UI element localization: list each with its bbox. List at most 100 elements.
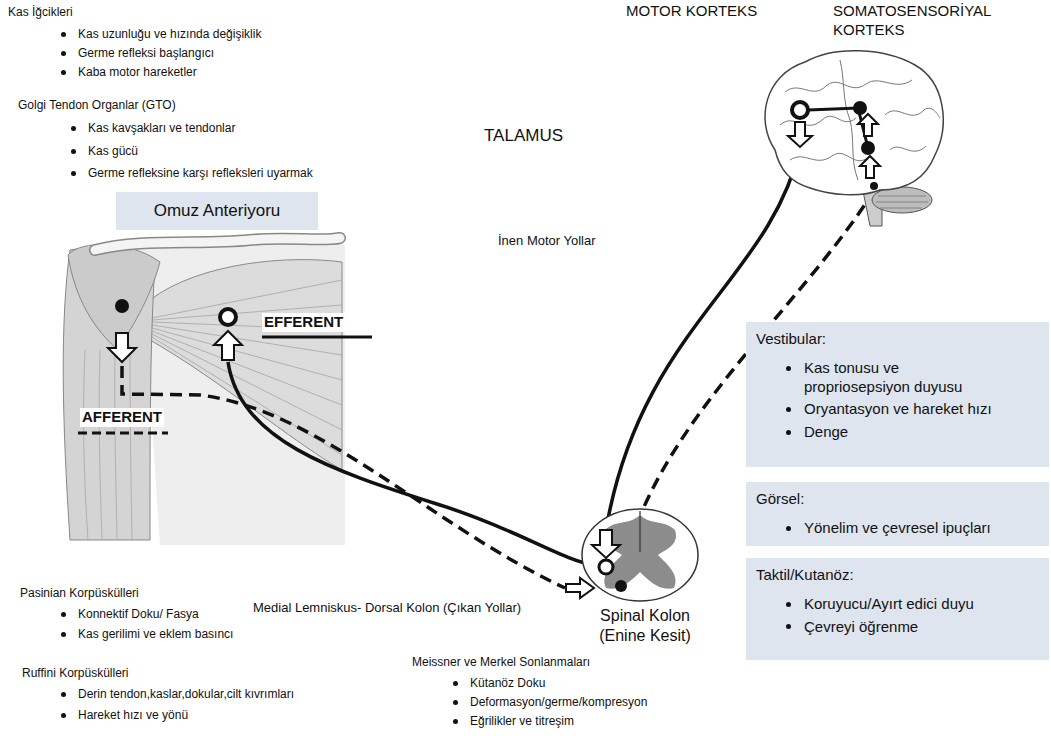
bullet-dot (61, 51, 66, 56)
brain-illustration-part (792, 102, 808, 118)
brain-illustration-part-part (790, 153, 868, 160)
bullet-dot (71, 149, 76, 154)
brain-illustration-part-part (840, 60, 858, 180)
shoulder-illustration-part (150, 260, 342, 470)
shoulder-illustration-part (140, 239, 345, 545)
brain-illustration-part-part (890, 146, 926, 151)
receptor-property: Hareket hızı ve yönü (78, 708, 188, 723)
brain-illustration-part (765, 51, 943, 195)
spinal-cross-section (566, 509, 698, 601)
bullet-dot (71, 171, 76, 176)
bullet-dot (786, 602, 791, 607)
sense-box: Vestibular: Kas tonusu ve propriosepsiyon… (746, 322, 1049, 467)
bullet-item: Denge (756, 423, 1039, 442)
shoulder-illustration-part-part (152, 334, 342, 430)
bullet-dot (453, 719, 458, 724)
spinal-cross-section-part (582, 509, 698, 601)
receptor-property: Kas gücü (88, 144, 138, 159)
bullet-text: Denge (804, 423, 848, 442)
nerve-pathways-part (262, 336, 372, 339)
brain-illustration-part (870, 182, 878, 190)
spinal-cross-section-part (592, 530, 620, 558)
brain-illustration-part (872, 187, 932, 213)
receptor-property: Kütanöz Doku (470, 676, 545, 691)
receptor-property: Kaba motor hareketler (78, 65, 197, 80)
bullet-dot (61, 70, 66, 75)
brain-region-label: MOTOR KORTEKS (626, 2, 757, 21)
bullet-dot (786, 430, 791, 435)
bullet-dot (453, 700, 458, 705)
bullet-dot (71, 126, 76, 131)
bullet-dot (786, 624, 791, 629)
brain-illustration-part (788, 122, 812, 147)
brain-illustration-part-part (785, 80, 912, 92)
bullet-text: Yönelim ve çevresel ipuçları (804, 519, 991, 538)
brain-illustration-part-part (885, 108, 940, 118)
bullet-dot (61, 612, 66, 617)
bullet-dot (453, 681, 458, 686)
pathway-label: Medial Lemniskus- Dorsal Kolon (Çıkan Yo… (253, 600, 521, 616)
brain-illustration-part (780, 60, 940, 180)
receptor-property: Kas uzunluğu ve hızında değişiklik (78, 27, 261, 42)
receptor-symbols-part (115, 299, 129, 313)
bullet-item: Oryantasyon ve hareket hızı (756, 400, 1039, 419)
brain-region-label: SOMATOSENSORİYAL KORTEKS (833, 2, 1008, 40)
receptor-symbols-part (220, 309, 236, 325)
bullet-text: Koruyucu/Ayırt edici duyu (804, 595, 974, 614)
spinal-cross-section-part (599, 560, 613, 574)
shoulder-illustration-part-part (84, 350, 88, 540)
brain-illustration-part (858, 114, 878, 136)
view-title-box: Omuz Anteriyoru (116, 192, 318, 230)
receptor-property: Derin tendon,kaslar,dokular,cilt kıvrıml… (78, 687, 294, 702)
shoulder-illustration-part (84, 345, 132, 540)
receptor-property: Germe refleksi başlangıcı (78, 46, 214, 61)
receptor-symbols-part (214, 331, 242, 360)
sense-box: Görsel: Yönelim ve çevresel ipuçları (746, 482, 1049, 546)
box-heading: Görsel: (756, 490, 1039, 509)
receptor-heading: Ruffini Korpüskülleri (22, 666, 129, 681)
shoulder-illustration-part-part (115, 350, 117, 540)
box-heading: Vestibular: (756, 330, 1039, 349)
bullet-item: Çevreyi öğrenme (756, 618, 1039, 637)
receptor-property: Deformasyon/germe/kompresyon (470, 695, 647, 710)
shoulder-illustration-part (95, 238, 340, 250)
brain-region-label: TALAMUS (484, 125, 563, 146)
receptor-heading: Kas İğcikleri (8, 5, 73, 20)
bullet-text: Oryantasyon ve hareket hızı (804, 400, 992, 419)
receptor-property: Kas gerilimi ve eklem basıncı (78, 627, 233, 642)
signal-label: AFFERENT (80, 408, 164, 427)
box-heading: Taktil/Kutanöz: (756, 566, 1039, 585)
box-heading: Omuz Anteriyoru (154, 200, 281, 221)
bullet-text: Çevreyi öğrenme (804, 618, 918, 637)
receptor-heading: Pasinian Korpüskülleri (20, 586, 139, 601)
brain-illustration-part (860, 156, 880, 178)
shoulder-illustration-part (68, 245, 160, 350)
receptor-property: Eğrilikler ve titreşim (470, 714, 574, 729)
brain-illustration-part (876, 196, 928, 208)
receptor-property: Germe refleksine karşı refleksleri uyarm… (88, 166, 313, 181)
pathway-label: İnen Motor Yollar (498, 233, 596, 249)
shoulder-illustration-part-part (130, 345, 132, 540)
spinal-cross-section-part (566, 578, 594, 598)
nerve-pathways-part (228, 362, 598, 566)
brain-illustration (765, 51, 943, 226)
sense-box: Taktil/Kutanöz: Koruyucu/Ayırt edici duyu… (746, 558, 1049, 660)
receptor-symbols-part (108, 333, 136, 362)
bullet-item: Kas tonusu ve propriosepsiyon duyusu (756, 359, 1039, 397)
bullet-dot (786, 526, 791, 531)
nerve-pathways-part (122, 366, 565, 588)
signal-label: EFFERENT (262, 313, 345, 332)
brain-illustration-part-part (780, 116, 856, 125)
bullet-dot (61, 713, 66, 718)
bullet-item: Koruyucu/Ayırt edici duyu (756, 595, 1039, 614)
shoulder-illustration (63, 238, 345, 545)
receptor-property: Konnektif Doku/ Fasya (78, 607, 199, 622)
spinal-cross-section-part (639, 511, 640, 552)
receptor-symbols (108, 299, 242, 362)
spinal-cross-section-part (615, 580, 627, 592)
shoulder-illustration-part (95, 238, 340, 250)
receptor-heading: Golgi Tendon Organlar (GTO) (18, 98, 176, 113)
bullet-item: Yönelim ve çevresel ipuçları (756, 519, 1039, 538)
bullet-dot (61, 32, 66, 37)
nerve-pathways-part (78, 432, 168, 435)
